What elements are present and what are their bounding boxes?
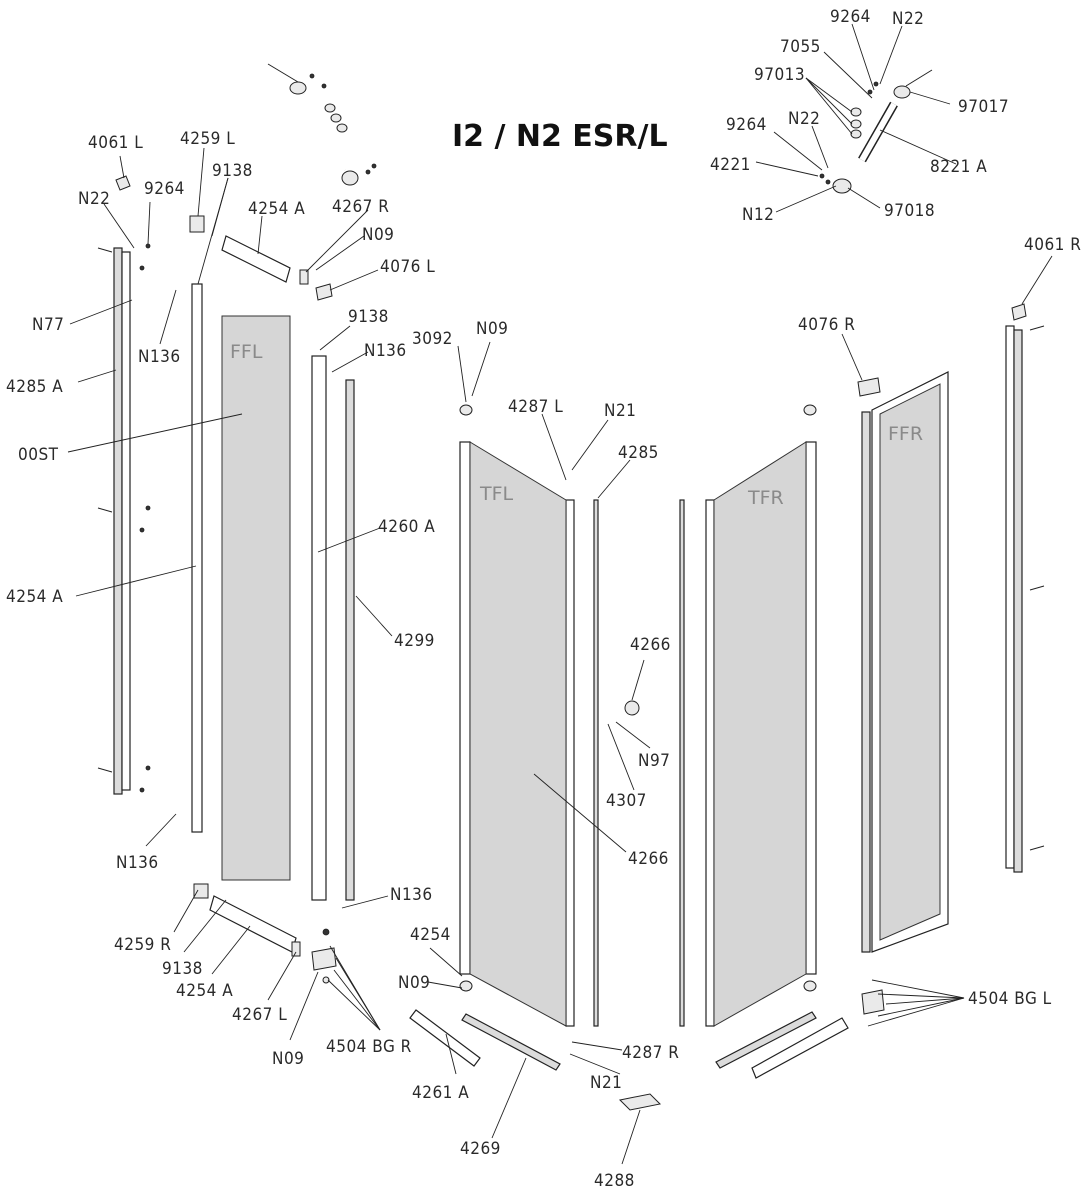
callout-3092: 3092 (412, 329, 453, 349)
callout-9264-left: 9264 (144, 179, 185, 199)
callout-7055: 7055 (780, 37, 821, 57)
callout-4287l: 4287 L (508, 397, 563, 417)
callout-n21-top: N21 (604, 401, 636, 421)
callout-4260a: 4260 A (378, 517, 435, 537)
callout-n09-lower: N09 (398, 973, 430, 993)
callout-4061r: 4061 R (1024, 235, 1081, 255)
callout-4266-bot: 4266 (628, 849, 669, 869)
wall-profile-right (1005, 303, 1045, 873)
glass-panel-ffl (221, 315, 291, 881)
callout-n09-top: N09 (362, 225, 394, 245)
callout-4259l: 4259 L (180, 129, 235, 149)
callout-97013: 97013 (754, 65, 805, 85)
callout-4285a: 4285 A (6, 377, 63, 397)
callout-4254a-mid: 4254 A (6, 587, 63, 607)
callout-4076l: 4076 L (380, 257, 435, 277)
callout-9264-mid: 9264 (726, 115, 767, 135)
callout-n09-door: N09 (476, 319, 508, 339)
callout-4261a: 4261 A (412, 1083, 469, 1103)
callout-4267r: 4267 R (332, 197, 389, 217)
callout-4307: 4307 (606, 791, 647, 811)
callout-n77: N77 (32, 315, 64, 335)
leader-lines (67, 23, 1053, 1165)
callout-9138-top: 9138 (212, 161, 253, 181)
wall-cap-left (115, 175, 131, 191)
callout-8221a: 8221 A (930, 157, 987, 177)
callout-4299: 4299 (394, 631, 435, 651)
callout-4061l: 4061 L (88, 133, 143, 153)
callout-n97: N97 (638, 751, 670, 771)
callout-4254a-bot: 4254 A (176, 981, 233, 1001)
callout-n136-b: N136 (364, 341, 407, 361)
callout-n22-mid: N22 (788, 109, 820, 129)
callout-97018: 97018 (884, 201, 935, 221)
glass-label-tfl: TFL (479, 483, 514, 505)
callout-9138-mid: 9138 (348, 307, 389, 327)
callout-4266-top: 4266 (630, 635, 671, 655)
stabilizer-bar-right (819, 69, 933, 194)
callout-4254a-top: 4254 A (248, 199, 305, 219)
glass-label-tfr: TFR (747, 487, 784, 509)
callout-n22-tr: N22 (892, 9, 924, 29)
callout-4504bgr: 4504 BG R (326, 1037, 412, 1057)
glass-label-ffl: FFL (230, 341, 263, 363)
callout-4285: 4285 (618, 443, 659, 463)
callout-n136-d: N136 (390, 885, 433, 905)
glass-panel-ffr (879, 383, 941, 941)
callout-n136-c: N136 (116, 853, 159, 873)
callout-4221: 4221 (710, 155, 751, 175)
callout-4254: 4254 (410, 925, 451, 945)
wall-profile-left (97, 243, 151, 795)
callout-97017: 97017 (958, 97, 1009, 117)
callout-4288: 4288 (594, 1171, 635, 1191)
callout-n22-left: N22 (78, 189, 110, 209)
callout-00st: 00ST (18, 445, 59, 465)
diagram-title: I2 / N2 ESR/L (452, 119, 668, 154)
callout-n21-bot: N21 (590, 1073, 622, 1093)
glass-label-ffr: FFR (888, 423, 923, 445)
callout-4287r: 4287 R (622, 1043, 679, 1063)
callout-labels: 4061 L 4259 L 9138 N22 9264 4254 A 4267 … (6, 7, 1081, 1191)
callout-9138-bot: 9138 (162, 959, 203, 979)
glass-panel-tfr (713, 441, 807, 1027)
callout-n09-bot: N09 (272, 1049, 304, 1069)
fixed-panel-left-frame (189, 215, 355, 984)
callout-4259r: 4259 R (114, 935, 171, 955)
callout-4504bgl: 4504 BG L (968, 989, 1052, 1009)
callout-4076r: 4076 R (798, 315, 855, 335)
callout-4269: 4269 (460, 1139, 501, 1159)
door-left-frame (409, 404, 640, 1071)
callout-n136-a: N136 (138, 347, 181, 367)
callout-9264-tr: 9264 (830, 7, 871, 27)
callout-4267l: 4267 L (232, 1005, 287, 1025)
callout-n12: N12 (742, 205, 774, 225)
stabilizer-bar-left (267, 63, 377, 186)
glass-panel-tfl (469, 441, 567, 1027)
